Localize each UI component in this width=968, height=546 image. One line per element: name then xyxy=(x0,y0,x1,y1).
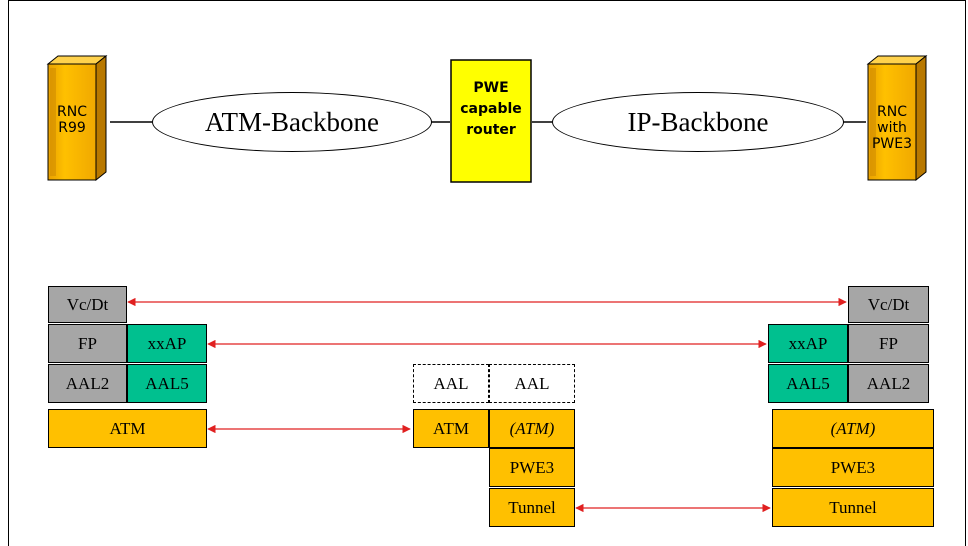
mid-tunnel-label: Tunnel xyxy=(508,497,556,517)
pwe-router-line3: router xyxy=(466,122,516,138)
right-aal5-label: AAL5 xyxy=(786,373,830,393)
mid-atm-label: ATM xyxy=(433,418,469,438)
right-pwe3-label: PWE3 xyxy=(830,457,876,477)
mid-atm-paren-box: (ATM) xyxy=(489,409,575,448)
right-tunnel-label: Tunnel xyxy=(829,497,877,517)
left-aal5-label: AAL5 xyxy=(145,373,189,393)
right-vcdt-label: Vc/Dt xyxy=(867,294,910,314)
rnc-r99-label: RNC R99 xyxy=(50,104,94,136)
ip-backbone-ellipse: IP-Backbone xyxy=(552,92,844,152)
right-pwe3-box: PWE3 xyxy=(772,448,934,487)
left-atm-label: ATM xyxy=(109,418,146,438)
left-vcdt-label: Vc/Dt xyxy=(66,294,109,314)
rnc-pwe3-line2: with xyxy=(877,120,907,136)
mid-atm-paren-label: (ATM) xyxy=(509,418,555,438)
diagram-frame xyxy=(8,0,966,546)
atm-backbone-label: ATM-Backbone xyxy=(205,106,379,137)
rnc-pwe3-label: RNC with PWE3 xyxy=(870,104,914,152)
mid-aal-left-label: AAL xyxy=(433,373,469,393)
mid-atm-box: ATM xyxy=(413,409,489,448)
left-aal2-box: AAL2 xyxy=(48,364,127,403)
right-atm-paren-box: (ATM) xyxy=(772,409,934,448)
rnc-pwe3-line3: PWE3 xyxy=(871,136,913,152)
rnc-r99-cabinet xyxy=(46,54,108,182)
right-atm-paren-label: (ATM) xyxy=(830,418,876,438)
left-fp-label: FP xyxy=(78,333,97,353)
right-xxap-label: xxAP xyxy=(788,333,828,353)
right-fp-box: FP xyxy=(848,324,929,363)
rnc-pwe3-cabinet xyxy=(866,54,928,182)
ip-backbone-label: IP-Backbone xyxy=(627,106,769,137)
left-xxap-box: xxAP xyxy=(127,324,207,363)
mid-pwe3-label: PWE3 xyxy=(509,457,555,477)
right-aal2-box: AAL2 xyxy=(848,364,929,403)
atm-backbone-ellipse: ATM-Backbone xyxy=(152,92,432,152)
mid-aal-right-box: AAL xyxy=(489,364,575,403)
right-xxap-box: xxAP xyxy=(768,324,848,363)
pwe-router-line2: capable xyxy=(460,101,522,117)
mid-aal-left-box: AAL xyxy=(413,364,489,403)
mid-pwe3-box: PWE3 xyxy=(489,448,575,487)
rnc-r99-line2: R99 xyxy=(58,120,86,136)
left-aal5-box: AAL5 xyxy=(127,364,207,403)
right-aal5-box: AAL5 xyxy=(768,364,848,403)
mid-tunnel-box: Tunnel xyxy=(489,488,575,527)
right-fp-label: FP xyxy=(879,333,898,353)
right-vcdt-box: Vc/Dt xyxy=(848,286,929,323)
pwe-router-line1: PWE xyxy=(473,80,509,96)
left-aal2-label: AAL2 xyxy=(65,373,110,393)
left-fp-box: FP xyxy=(48,324,127,363)
left-xxap-label: xxAP xyxy=(147,333,187,353)
mid-aal-right-label: AAL xyxy=(514,373,550,393)
right-aal2-label: AAL2 xyxy=(866,373,911,393)
right-tunnel-box: Tunnel xyxy=(772,488,934,527)
pwe-router-box xyxy=(450,59,532,183)
left-atm-box: ATM xyxy=(48,409,207,448)
left-vcdt-box: Vc/Dt xyxy=(48,286,127,323)
rnc-r99-line1: RNC xyxy=(57,104,87,120)
rnc-pwe3-line1: RNC xyxy=(877,104,907,120)
pwe-router-label: PWE capable router xyxy=(451,78,531,141)
